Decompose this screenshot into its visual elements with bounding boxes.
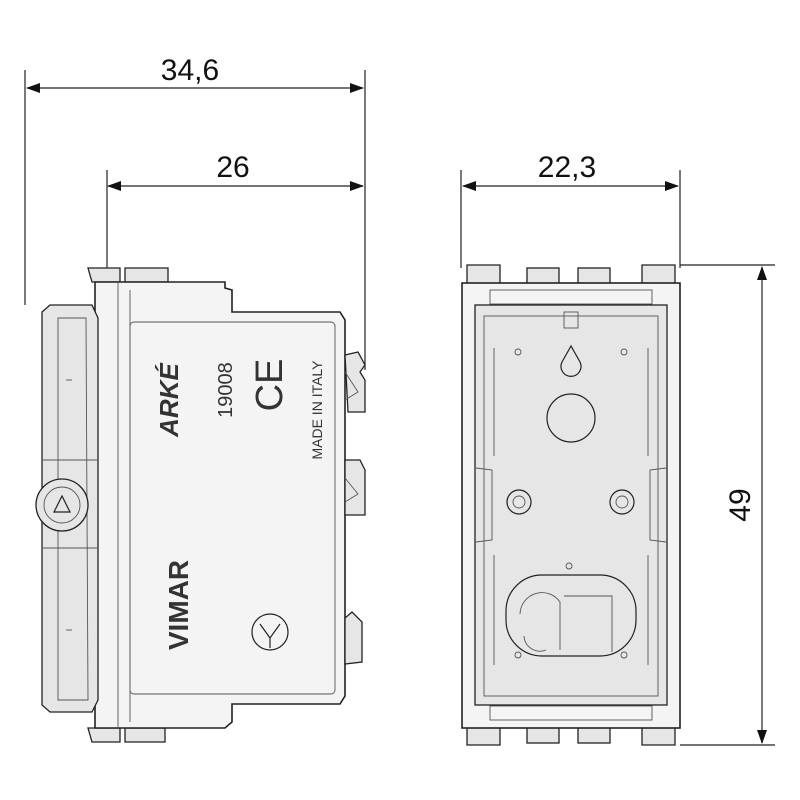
circuit-symbol-icon (251, 613, 289, 651)
marking-conformity: CE (249, 359, 291, 412)
dimension-label-overall-depth: 34,6 (161, 54, 219, 87)
dimension-label-height: 49 (724, 488, 757, 521)
dimension-overall-depth: 34,6 (24, 54, 366, 370)
marking-origin: MADE IN ITALY (309, 360, 325, 460)
marking-brand-bottom: VIMAR (163, 560, 194, 650)
marking-brand-top: ARKÉ (154, 363, 184, 438)
dimension-height: 49 (680, 264, 775, 746)
dimension-label-width: 22,3 (538, 151, 596, 184)
dimension-label-body-depth: 26 (216, 151, 249, 184)
rear-view (461, 264, 681, 746)
marking-article-code: 19008 (215, 362, 237, 418)
dimension-body-depth: 26 (106, 151, 364, 268)
dimension-width: 22,3 (460, 151, 681, 268)
side-view: ARKÉ 19008 CE MADE IN ITALY VIMAR (35, 267, 366, 743)
